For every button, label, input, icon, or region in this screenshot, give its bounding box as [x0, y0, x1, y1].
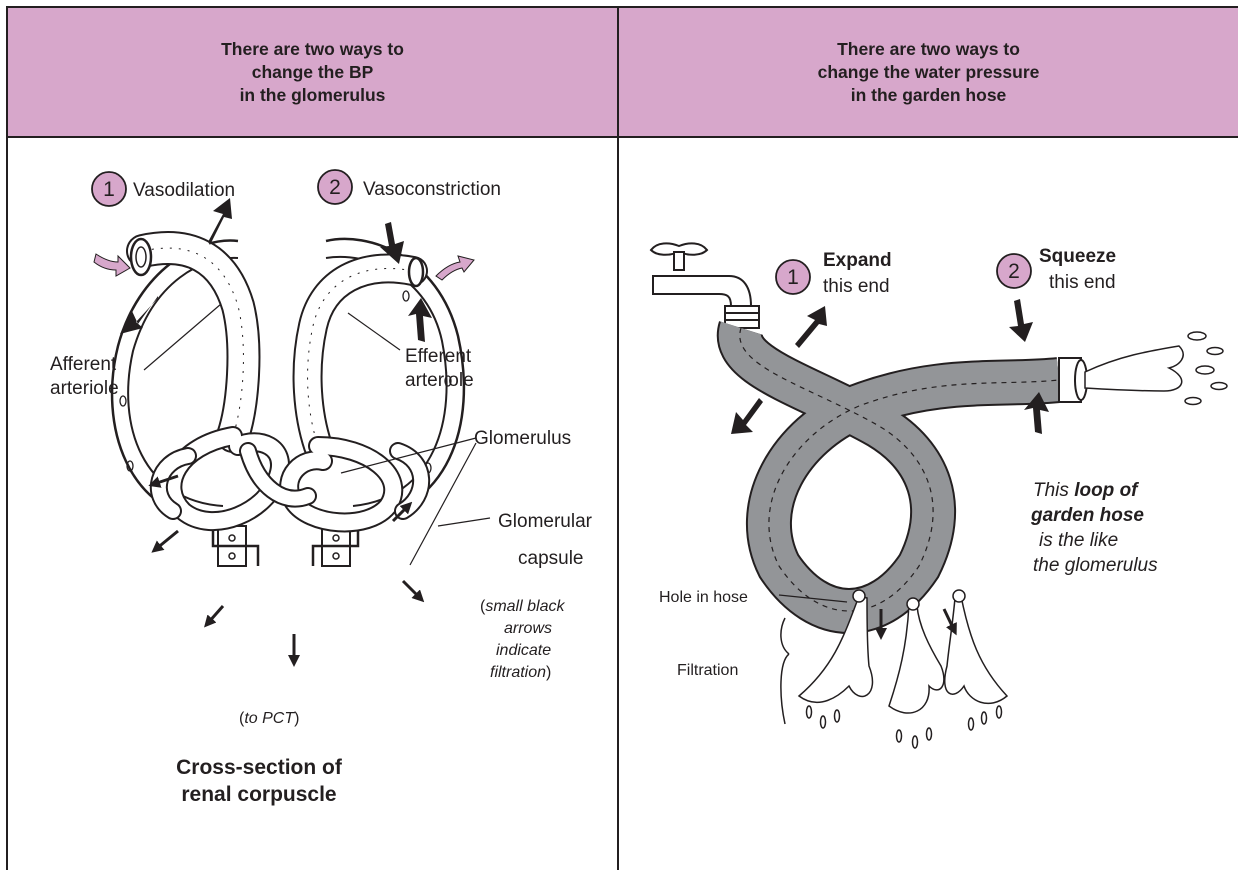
inflow-pink-arrow — [94, 254, 130, 276]
filtration-note-line-3: indicate — [496, 642, 551, 659]
caption-line-2: renal corpuscle — [181, 783, 336, 806]
svg-text:1: 1 — [787, 266, 799, 289]
glomerular-capsule-shape — [112, 239, 464, 566]
vasoconstriction-label: Vasoconstriction — [363, 179, 501, 200]
squeeze-badge: 2 — [997, 254, 1031, 288]
glomerulus-label: Glomerulus — [474, 428, 571, 449]
faucet-shape — [651, 243, 759, 328]
capsule-label-line-1: Glomerular — [498, 511, 593, 532]
capsule-label-line-2: capsule — [518, 548, 584, 569]
caption-line-1: Cross-section of — [176, 756, 343, 779]
loop-text-line-3: is the like — [1039, 530, 1118, 551]
pct-label: (to PCT) — [239, 710, 299, 727]
squeeze-label: Squeeze — [1039, 246, 1116, 267]
step1-badge: 1 — [92, 172, 126, 206]
afferent-label-line-2: arteriole — [50, 378, 119, 399]
filtration-label: Filtration — [677, 662, 738, 679]
svg-text:2: 2 — [1008, 260, 1020, 283]
efferent-label-line-2: arteriole — [405, 370, 474, 391]
renal-corpuscle-diagram: 1 Vasodilation 2 Vasoconstriction Affere… — [8, 6, 620, 870]
hole-label: Hole in hose — [659, 589, 748, 606]
left-panel: There are two ways to change the BP in t… — [6, 6, 618, 870]
filtration-note-line-1: (small black — [480, 598, 565, 615]
svg-text:1: 1 — [103, 178, 115, 201]
right-panel: There are two ways to change the water p… — [618, 6, 1238, 870]
afferent-label-line-1: Afferent — [50, 354, 117, 375]
loop-text-line-4: the glomerulus — [1033, 555, 1158, 576]
afferent-arteriole-shape — [131, 239, 243, 436]
expand-sub-label: this end — [823, 276, 890, 297]
loop-text-line-2: garden hose — [1030, 505, 1144, 526]
expand-label: Expand — [823, 250, 892, 271]
filtration-note-line-4: filtration) — [490, 664, 551, 681]
squeeze-sub-label: this end — [1049, 272, 1116, 293]
efferent-label-line-1: Efferent — [405, 346, 472, 367]
outflow-pink-arrow — [436, 256, 474, 280]
glomerulus-shape — [159, 436, 421, 522]
vasodilation-label: Vasodilation — [133, 180, 235, 201]
water-spray-end — [1085, 332, 1227, 405]
filtration-note-line-2: arrows — [504, 620, 552, 637]
garden-hose-diagram: 1 Expand this end 2 Squeeze this end Thi… — [619, 6, 1238, 870]
expand-badge: 1 — [776, 260, 810, 294]
step2-badge: 2 — [318, 170, 352, 204]
loop-text-line-1: This loop of — [1033, 480, 1139, 501]
svg-text:2: 2 — [329, 176, 341, 199]
